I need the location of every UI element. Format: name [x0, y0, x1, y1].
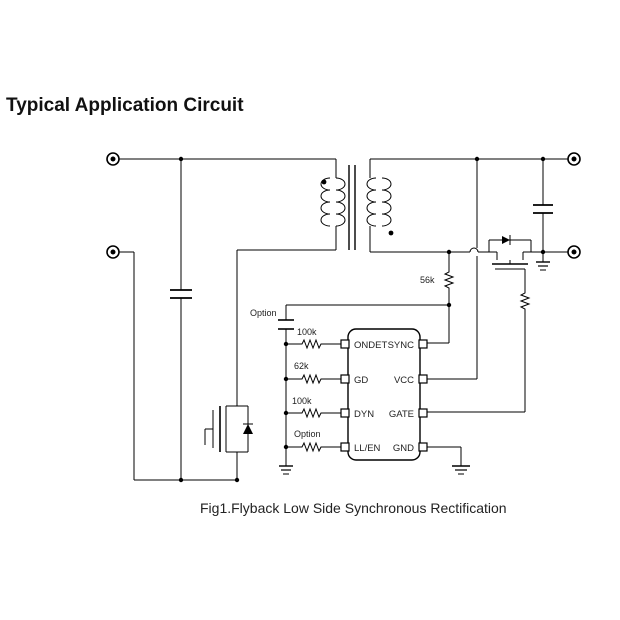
- ground-symbol: [427, 446, 470, 475]
- junction-dot: [474, 156, 480, 162]
- transformer-core: [348, 165, 356, 250]
- primary-mosfet: [204, 250, 253, 480]
- sync-rectifier-mosfet: [488, 235, 532, 290]
- output-capacitor: [533, 204, 553, 214]
- left-bus: [285, 304, 449, 466]
- figure-caption: Fig1.Flyback Low Side Synchronous Rectif…: [200, 500, 507, 516]
- cap-option-label: Option: [250, 308, 277, 318]
- llen-resistor: [286, 441, 341, 453]
- pin-vcc: VCC: [394, 375, 414, 386]
- gd-resistor: [286, 373, 341, 385]
- ondet-resistor-label: 100k: [297, 327, 317, 337]
- pin-sync: SYNC: [388, 340, 415, 351]
- pin-dyn: DYN: [354, 409, 374, 420]
- page-title: Typical Application Circuit: [6, 95, 244, 116]
- controller-ic: [340, 328, 428, 461]
- input-wiring: [119, 158, 337, 481]
- junction-dot: [283, 410, 289, 416]
- junction-dot: [178, 156, 184, 162]
- dyn-resistor-label: 100k: [292, 396, 312, 406]
- ground-symbol: [536, 252, 550, 271]
- junction-dot: [446, 249, 452, 255]
- pin-llen: LL/EN: [354, 443, 381, 454]
- dyn-resistor: [286, 407, 341, 419]
- input-capacitor: [170, 289, 192, 299]
- pin-gate: GATE: [389, 409, 414, 420]
- sync-resistor-label: 56k: [420, 275, 435, 285]
- junction-dot: [178, 477, 184, 483]
- transformer-secondary: [366, 159, 394, 252]
- gd-resistor-label: 62k: [294, 361, 309, 371]
- transformer-primary: [237, 177, 346, 251]
- sync-resistor: [426, 270, 455, 344]
- input-terminal-bottom: [106, 245, 120, 259]
- output-terminal-top: [567, 152, 581, 166]
- junction-dot: [540, 156, 546, 162]
- ground-symbol: [279, 465, 293, 475]
- junction-dot: [283, 376, 289, 382]
- gate-resistor: [426, 290, 531, 413]
- llen-resistor-label: Option: [294, 429, 321, 439]
- junction-dot: [234, 477, 240, 483]
- option-capacitor: [278, 319, 294, 330]
- output-terminal-bottom: [567, 245, 581, 259]
- pin-gd: GD: [354, 375, 368, 386]
- input-terminal-top: [106, 152, 120, 166]
- junction-dot: [446, 302, 452, 308]
- pin-gnd: GND: [393, 443, 414, 454]
- junction-dot: [283, 444, 289, 450]
- pin-ondet: ONDET: [354, 340, 387, 351]
- ondet-resistor: [286, 338, 341, 350]
- output-wiring: [370, 158, 568, 379]
- junction-dot: [283, 341, 289, 347]
